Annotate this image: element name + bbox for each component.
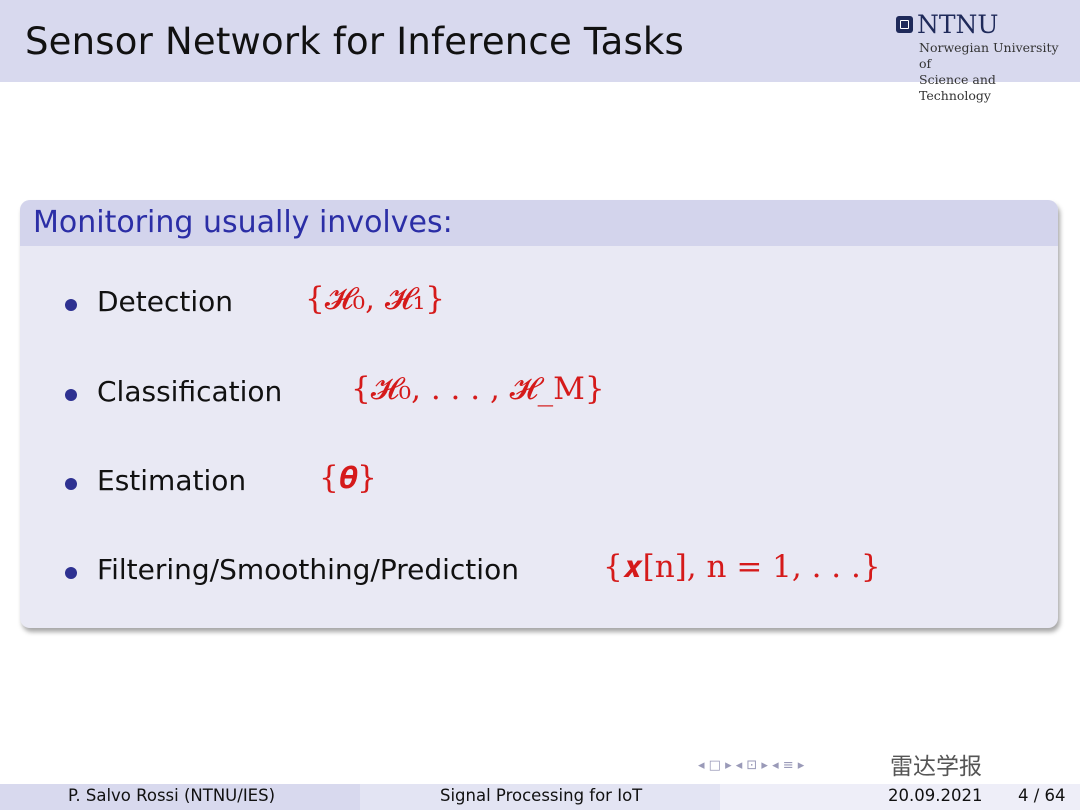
footer-date: 20.09.2021 [888,786,983,805]
footer-course: Signal Processing for IoT [440,786,643,805]
item-label: Filtering/Smoothing/Prediction [97,553,519,586]
bullet-icon [65,389,77,401]
list-item-classification: Classification {𝓗₀, . . . , 𝓗_M} [65,371,1045,416]
logo-subtitle-line2: Science and Technology [919,72,996,103]
list-item-detection: Detection {𝓗₀, 𝓗₁} [65,281,1045,326]
slide-footer: P. Salvo Rossi (NTNU/IES) Signal Process… [0,784,1080,810]
item-label: Classification [97,375,283,408]
list-item-filtering: Filtering/Smoothing/Prediction {𝒙[n], n … [65,549,1045,594]
list-item-estimation: Estimation {𝜽} [65,460,1045,505]
footer-date-section: 20.09.2021 4 / 64 [720,784,1080,810]
slide-header: Sensor Network for Inference Tasks NTNU … [0,0,1080,103]
ntnu-logo: NTNU Norwegian University of Science and… [896,10,1071,103]
content-block: Monitoring usually involves: Detection {… [20,200,1058,628]
item-math: {𝜽} [319,460,377,497]
block-title: Monitoring usually involves: [33,205,453,240]
item-math: {𝒙[n], n = 1, . . .} [603,549,881,586]
bullet-icon [65,567,77,579]
item-math: {𝓗₀, 𝓗₁} [305,281,445,318]
block-header: Monitoring usually involves: [20,200,1058,246]
footer-author: P. Salvo Rossi (NTNU/IES) [68,786,276,805]
item-math-text: {𝓗₀, . . . , 𝓗_M} [351,371,605,407]
item-math-text: {𝜽} [319,460,377,496]
beamer-navigation-icons[interactable]: ◂ □ ▸ ◂ ⊡ ▸ ◂ ≡ ▸ [698,758,805,773]
item-math: {𝓗₀, . . . , 𝓗_M} [351,371,605,408]
logo-name: NTNU [917,10,999,39]
footer-author-section: P. Salvo Rossi (NTNU/IES) [0,784,360,810]
item-math-text: {𝓗₀, 𝓗₁} [305,281,445,317]
bullet-icon [65,299,77,311]
item-label: Estimation [97,464,247,497]
slide-title: Sensor Network for Inference Tasks [25,20,685,63]
logo-subtitle-line1: Norwegian University of [919,40,1059,71]
item-math-text: {𝒙[n], n = 1, . . .} [603,549,881,585]
watermark: 雷达学报 [890,754,982,780]
footer-course-section: Signal Processing for IoT [360,784,720,810]
bullet-icon [65,478,77,490]
ntnu-logo-icon [896,16,913,33]
footer-page-number: 4 / 64 [1018,786,1066,805]
logo-subtitle: Norwegian University of Science and Tech… [919,40,1071,104]
item-label: Detection [97,285,234,318]
